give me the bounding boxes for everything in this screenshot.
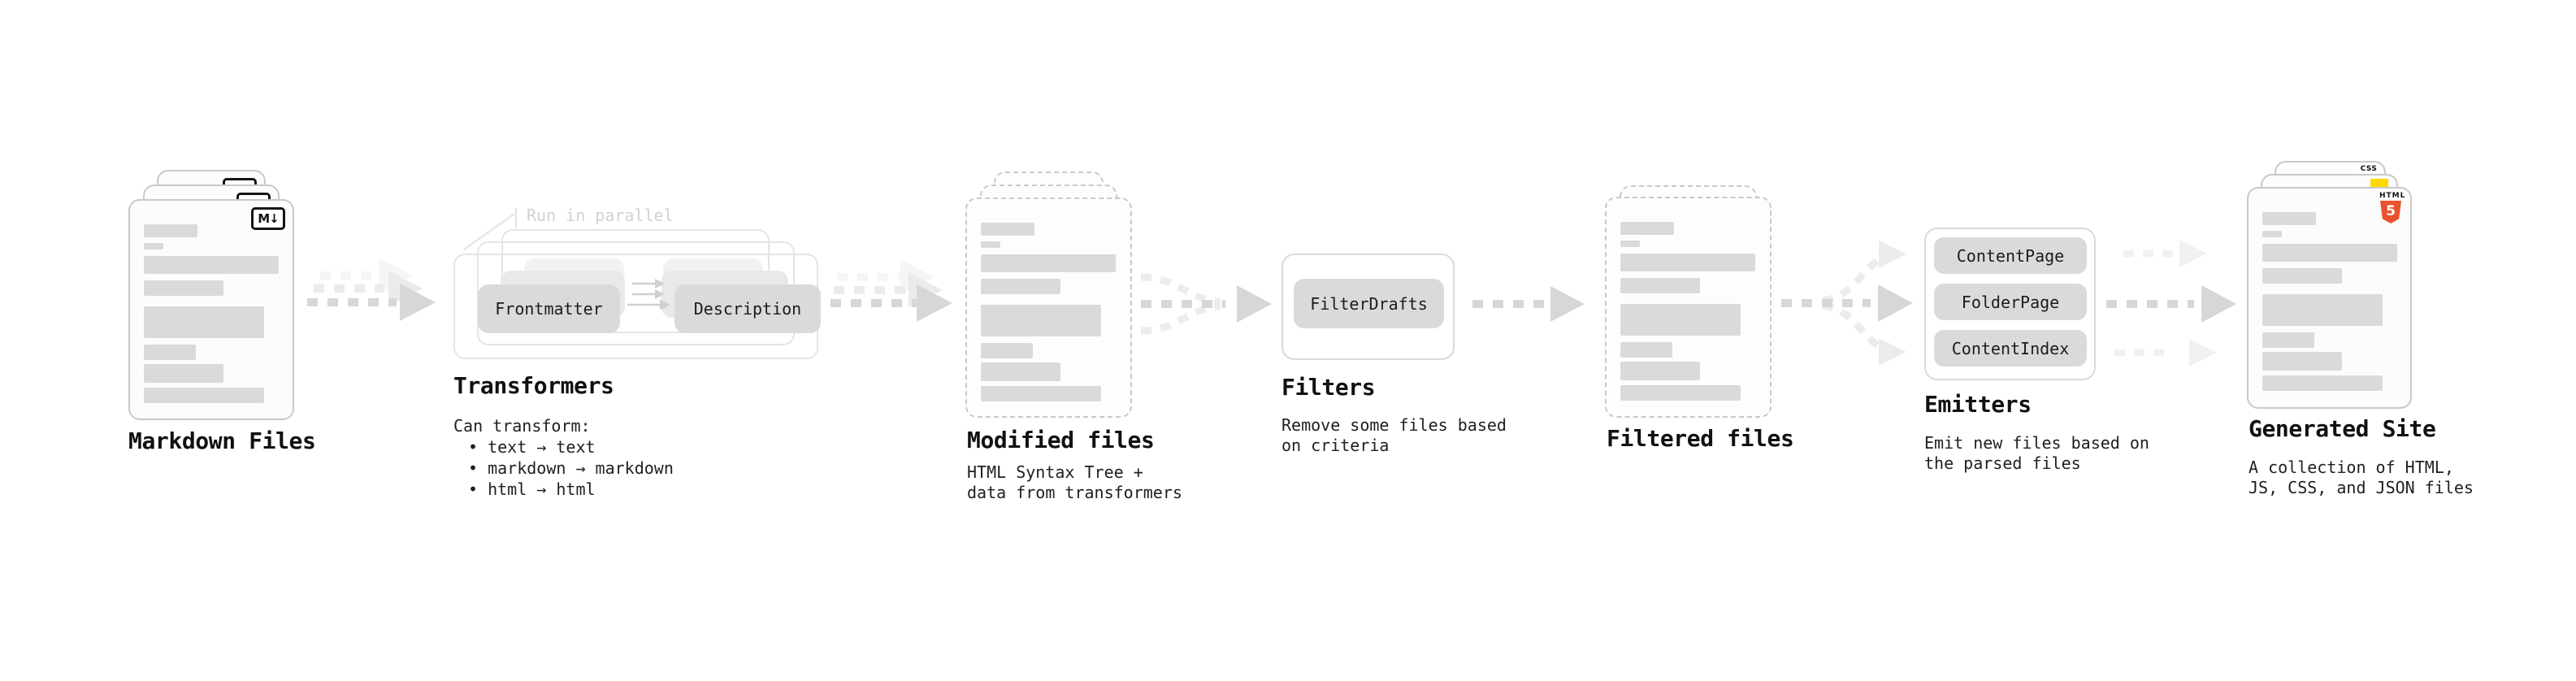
content-bar <box>2262 244 2397 262</box>
js-icon <box>2370 179 2388 189</box>
content-bar <box>1620 342 1672 358</box>
html5-icon: HTML 5 <box>2379 192 2405 223</box>
filtered-file-card-front <box>1605 197 1772 418</box>
stage-label-generated-site: Generated Site <box>2249 415 2436 442</box>
arrow-markdown-to-transformers <box>307 258 436 321</box>
content-bar <box>2262 294 2383 326</box>
content-bar <box>1620 222 1674 235</box>
transformers-bullet: • html → html <box>468 479 596 499</box>
modified-file-card-front <box>965 197 1132 418</box>
content-bar <box>1620 362 1700 380</box>
content-bar <box>144 306 264 338</box>
markdown-file-card-front: M↓ <box>128 199 294 420</box>
content-bar <box>144 388 264 403</box>
content-bar <box>1620 385 1741 401</box>
content-bar <box>1620 304 1741 336</box>
content-bar <box>981 241 1000 248</box>
content-bar <box>1620 254 1755 271</box>
generated-file-card-front: HTML 5 <box>2247 187 2412 409</box>
stage-label-filters: Filters <box>1281 374 1376 401</box>
emitter-folderpage-box: FolderPage <box>1934 284 2087 320</box>
stage-label-modified-files: Modified files <box>967 427 1155 453</box>
content-bar <box>981 223 1034 236</box>
content-bar <box>2262 268 2342 284</box>
stage-label-emitters: Emitters <box>1924 391 2032 418</box>
emitters-desc: the parsed files <box>1924 453 2081 473</box>
content-bar <box>981 305 1101 336</box>
stage-label-markdown-files: Markdown Files <box>128 427 316 454</box>
content-bar <box>2262 332 2314 348</box>
content-bar <box>2262 231 2282 237</box>
content-bar <box>144 345 196 360</box>
arrow-modified-to-filters <box>1140 273 1272 335</box>
generated-site-desc: A collection of HTML, <box>2249 458 2454 477</box>
emitter-contentpage-box: ContentPage <box>1934 237 2087 274</box>
run-in-parallel-note: Run in parallel <box>527 206 674 225</box>
markdown-icon: M↓ <box>251 207 285 230</box>
filterdrafts-box: FilterDrafts <box>1294 279 1444 328</box>
content-bar <box>981 279 1060 294</box>
content-bar <box>1620 278 1700 293</box>
content-bar <box>144 256 279 274</box>
stage-label-filtered-files: Filtered files <box>1607 425 1794 452</box>
content-bar <box>144 364 223 383</box>
content-bar <box>2262 212 2316 225</box>
filters-desc: on criteria <box>1281 436 1390 455</box>
stage-label-transformers: Transformers <box>453 372 614 399</box>
arrow-emitters-to-generated <box>2106 240 2236 367</box>
arrow-filtered-to-emitters <box>1781 241 1913 366</box>
content-bar <box>2262 352 2342 371</box>
content-bar <box>144 243 163 249</box>
frontmatter-box: Frontmatter <box>478 284 620 333</box>
generated-site-desc: JS, CSS, and JSON files <box>2249 478 2474 497</box>
content-bar <box>144 224 197 237</box>
description-box: Description <box>674 284 821 333</box>
transformers-desc-heading: Can transform: <box>453 416 591 436</box>
content-bar <box>981 362 1060 381</box>
content-bar <box>1620 241 1640 247</box>
filters-desc: Remove some files based <box>1281 415 1507 435</box>
content-bar <box>144 280 223 296</box>
modified-files-desc: data from transformers <box>967 483 1182 502</box>
transformers-bullet: • markdown → markdown <box>468 458 674 478</box>
arrow-transformers-to-modified <box>830 259 952 322</box>
arrow-filters-to-filtered <box>1472 286 1585 322</box>
content-bar <box>2262 375 2383 391</box>
emitter-contentindex-box: ContentIndex <box>1934 330 2087 367</box>
modified-files-desc: HTML Syntax Tree + <box>967 462 1143 482</box>
emitters-desc: Emit new files based on <box>1924 433 2149 453</box>
transformers-bullet: • text → text <box>468 437 596 457</box>
content-bar <box>981 386 1101 401</box>
content-bar <box>981 254 1116 272</box>
content-bar <box>981 343 1033 358</box>
